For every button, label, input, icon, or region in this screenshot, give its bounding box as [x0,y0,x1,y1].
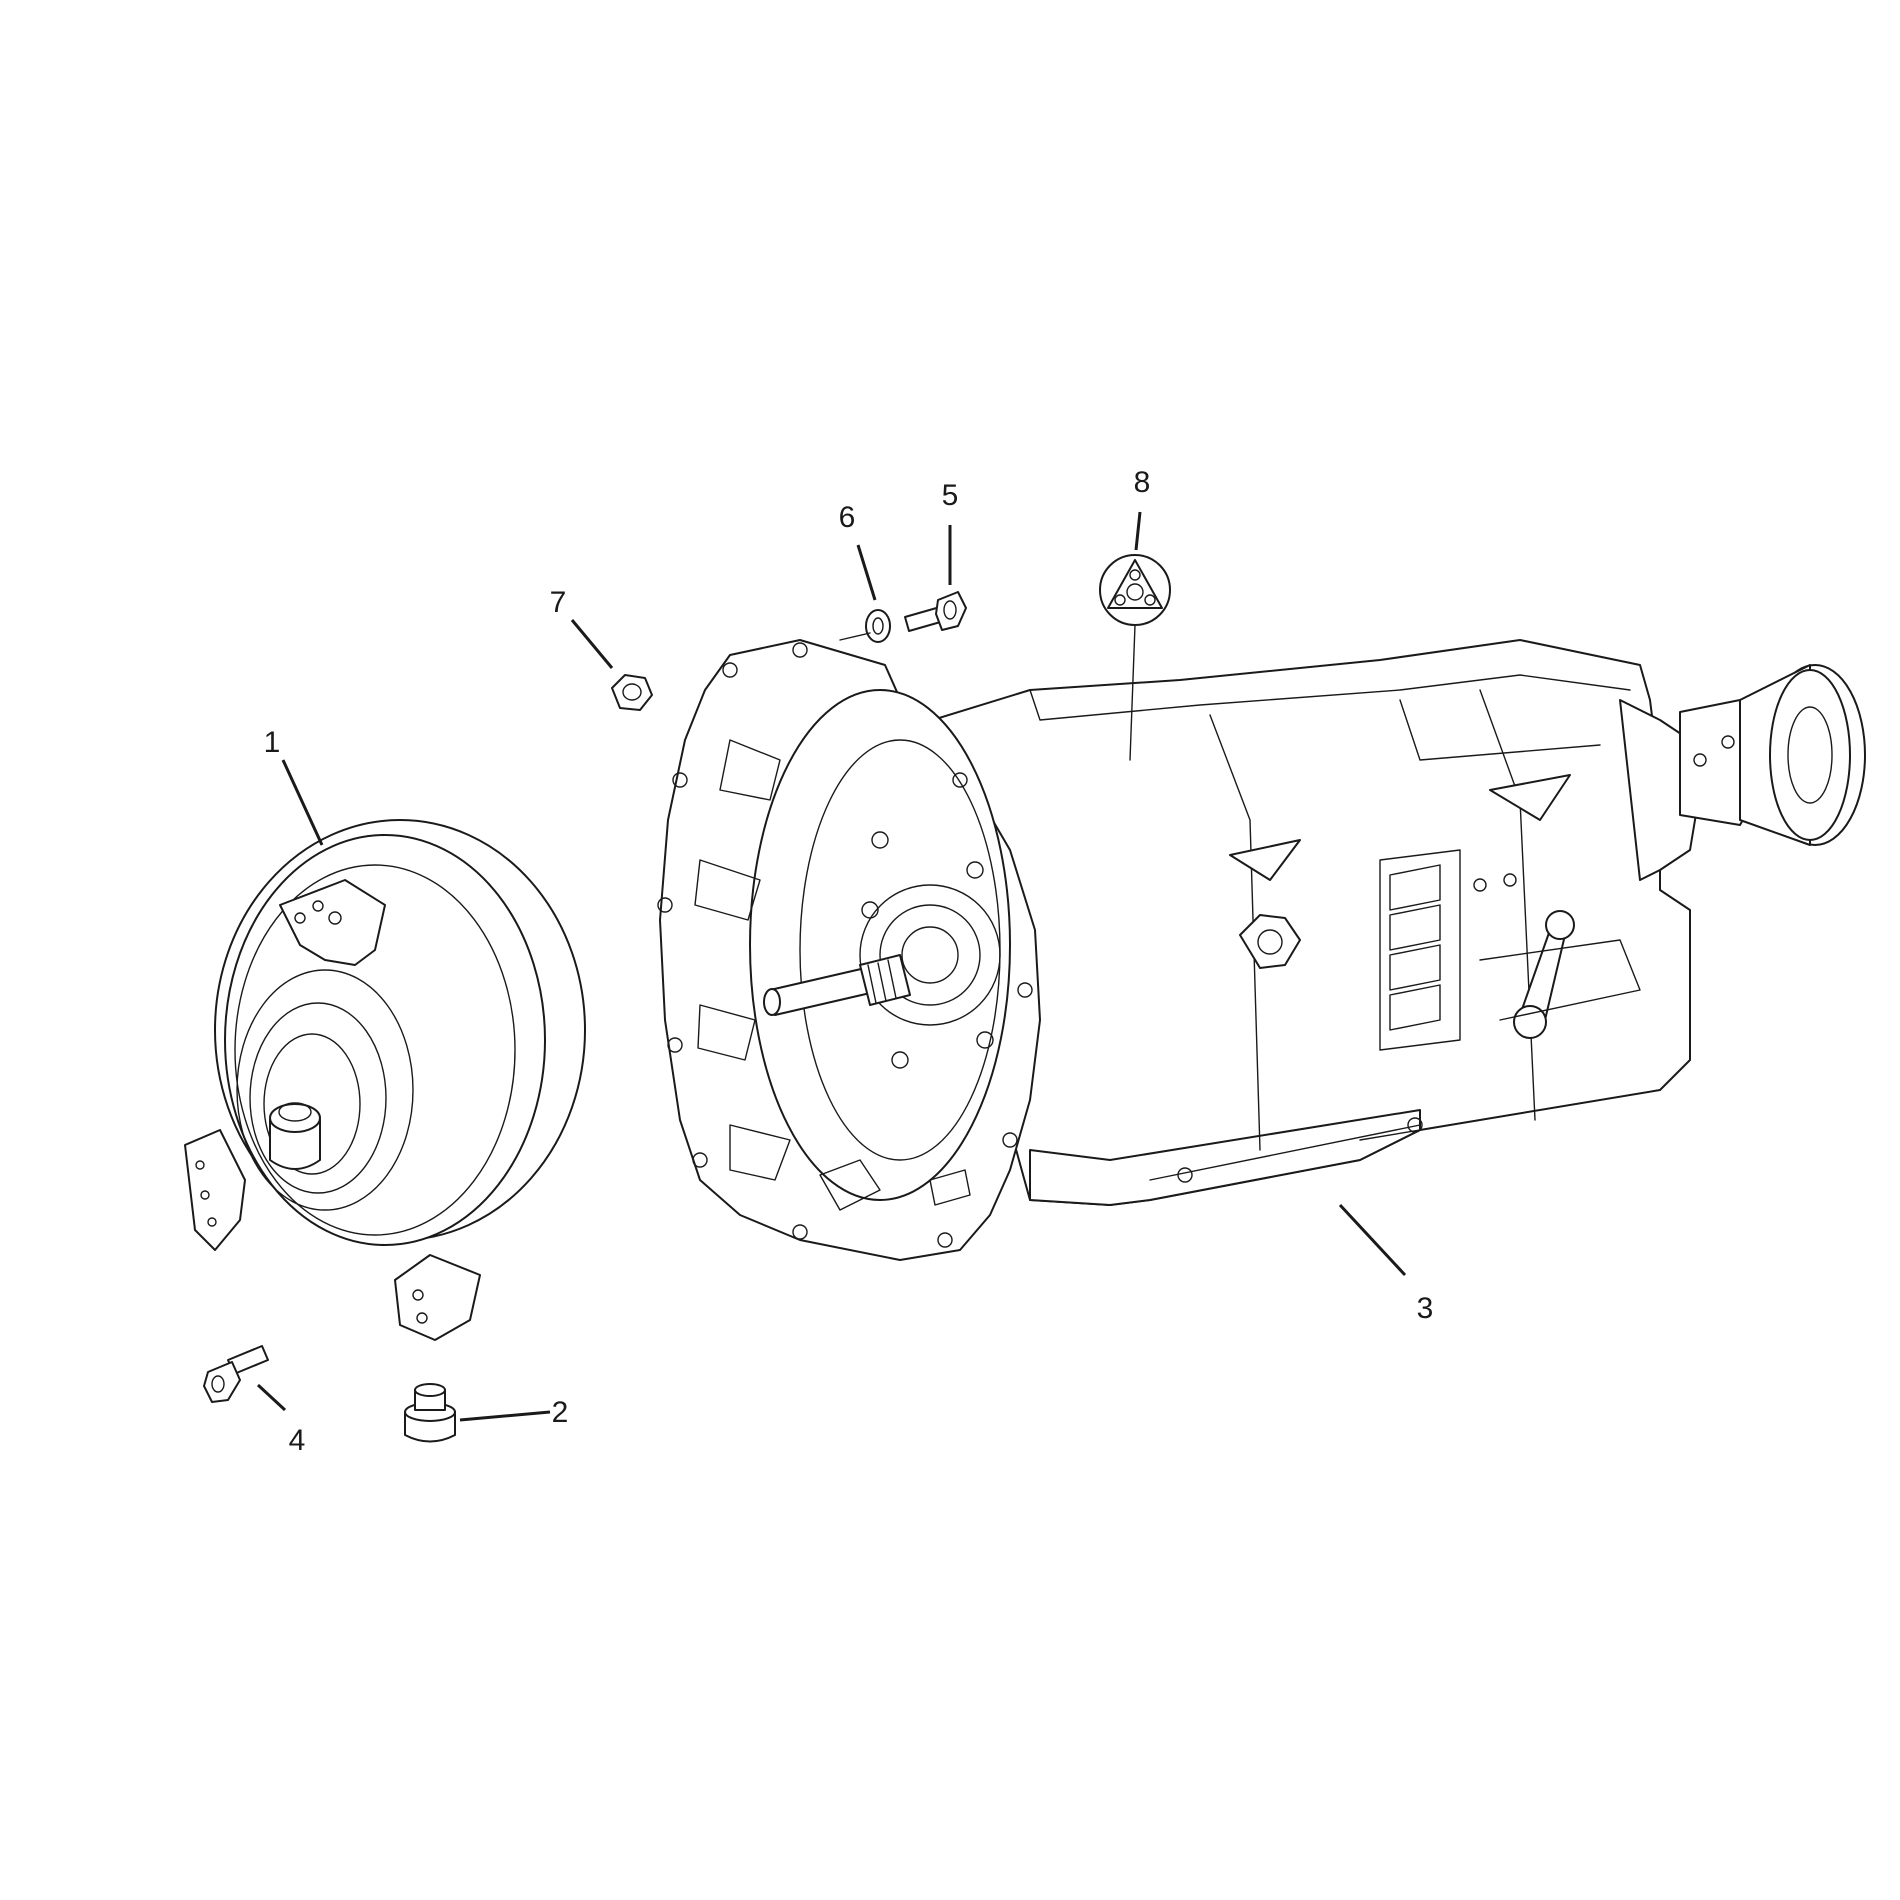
callout-7: 7 [550,586,567,619]
leader-6 [856,544,877,601]
part-mount-8[interactable] [1099,554,1171,626]
callout-1: 1 [264,726,281,759]
leader-7 [570,619,614,669]
leader-1 [281,759,324,846]
callout-6: 6 [839,501,856,534]
leader-8 [1134,511,1142,551]
part-converter-bolt[interactable] [203,1345,269,1403]
part-nut-7[interactable] [611,674,653,711]
part-bolt-5[interactable] [904,591,967,632]
callout-3: 3 [1417,1292,1434,1325]
part-transmission[interactable] [657,639,1866,1261]
part-drain-plug[interactable] [404,1383,456,1443]
callout-4: 4 [289,1424,306,1457]
callout-labels: 1 2 3 4 5 6 7 8 [264,466,1434,1457]
leader-4 [256,1383,287,1412]
leader-2 [459,1410,551,1422]
callout-8: 8 [1134,466,1151,499]
leader-3 [1338,1203,1407,1277]
part-torque-converter[interactable] [184,819,586,1341]
callout-2: 2 [552,1396,569,1429]
part-washer-6[interactable] [839,609,891,643]
leader-lines [256,511,1407,1422]
callout-5: 5 [942,479,959,512]
